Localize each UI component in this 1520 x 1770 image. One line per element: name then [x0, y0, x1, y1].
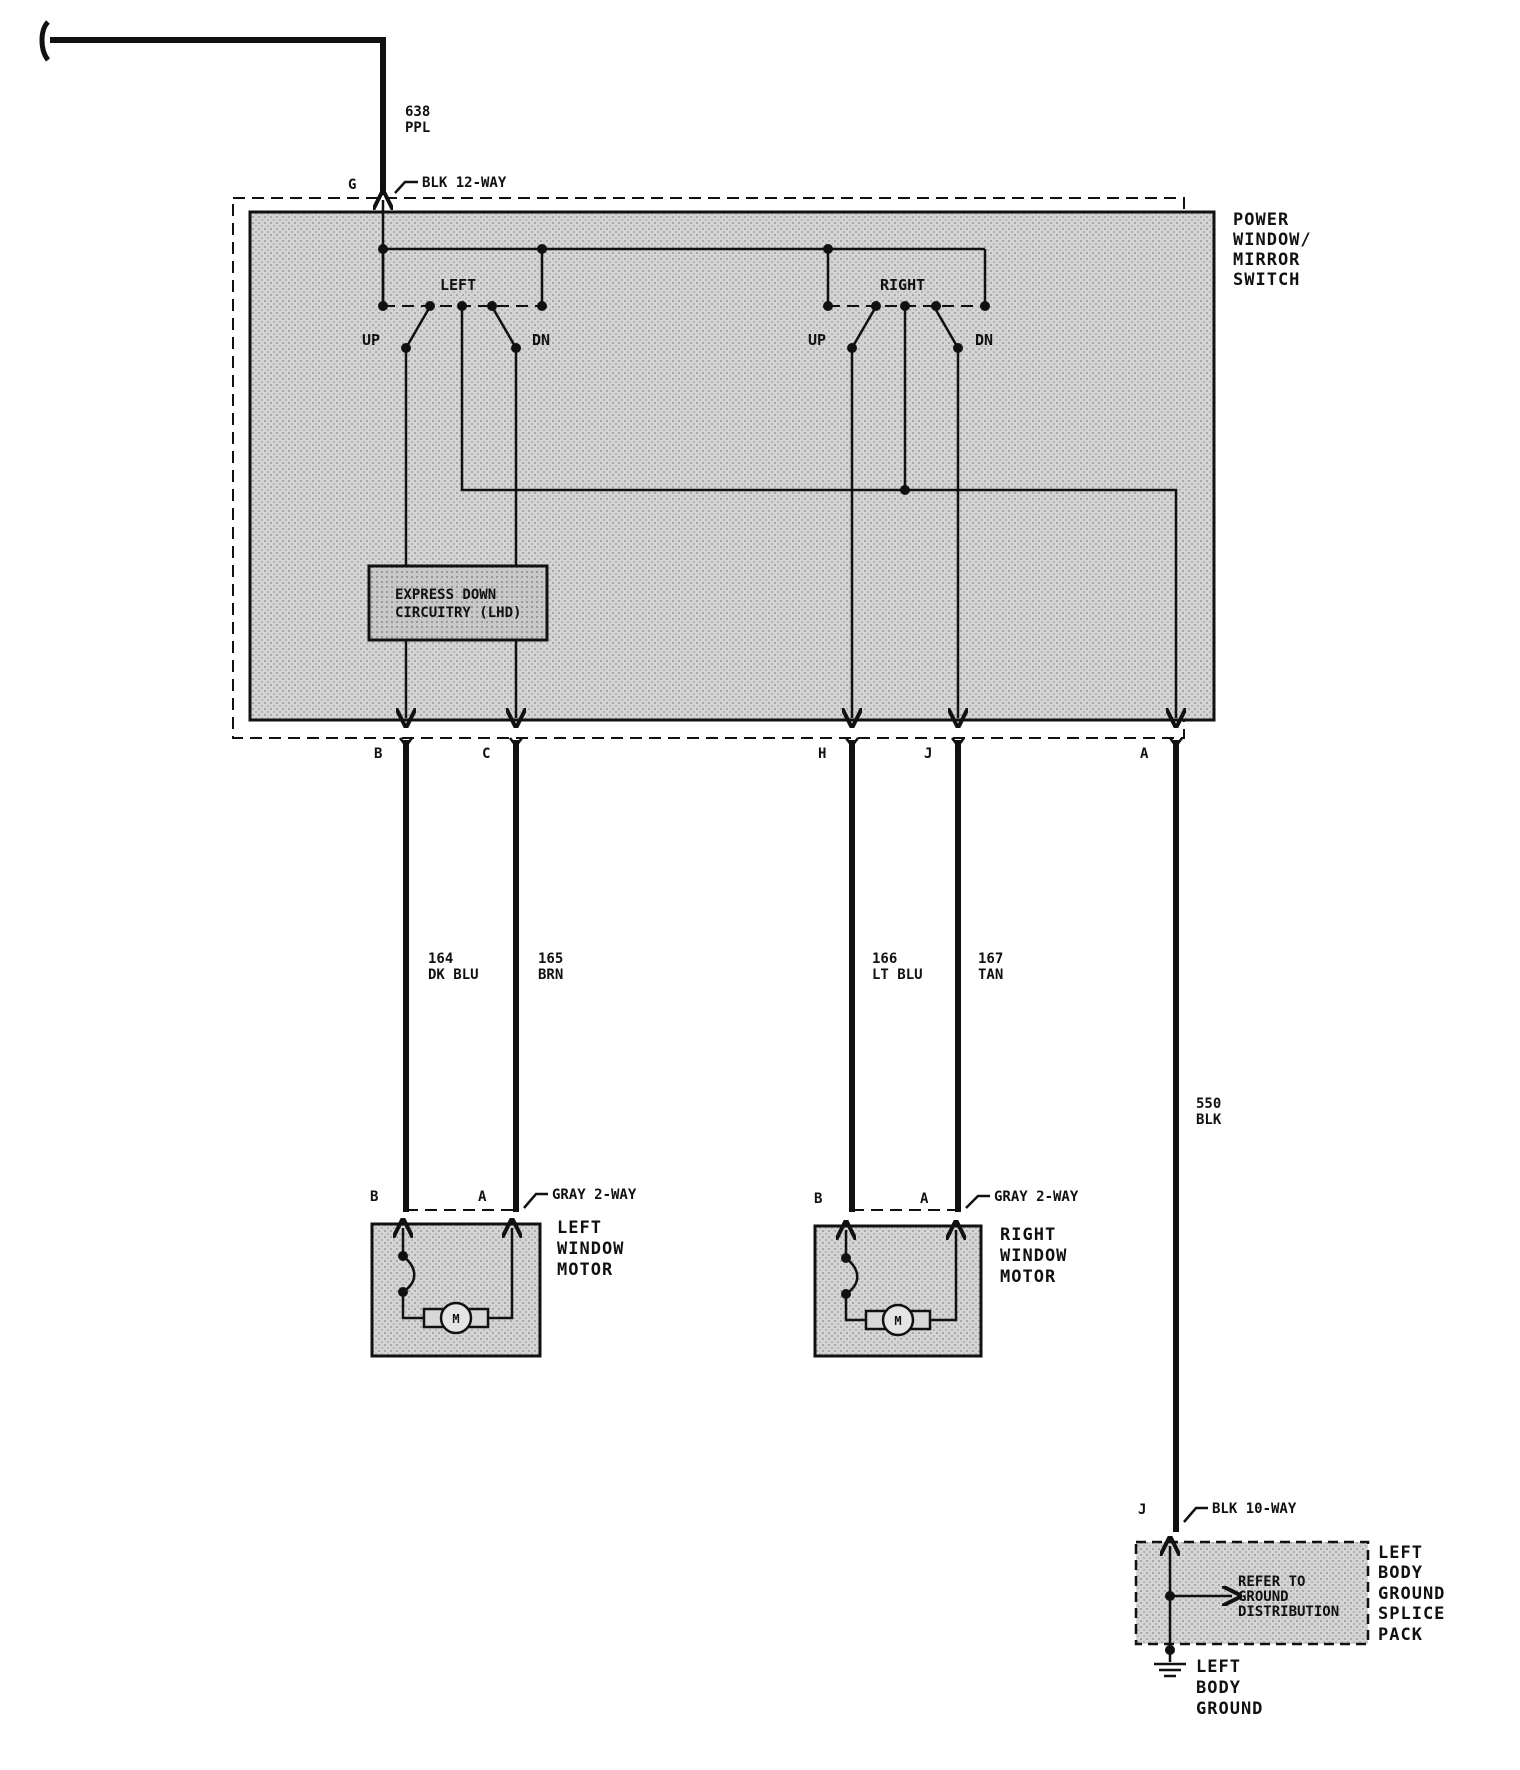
wire-164-color: DK BLU: [428, 967, 479, 983]
right-motor-m: M: [894, 1314, 901, 1328]
pack-name-line3: GROUND: [1378, 1584, 1445, 1604]
switch-pin-h: H: [818, 746, 826, 762]
right-dn-label: DN: [975, 331, 993, 349]
supply-wire-638: [39, 20, 386, 195]
wire-550-color: BLK: [1196, 1112, 1222, 1128]
ground-internal: [1165, 1546, 1232, 1655]
left-dn-label: DN: [532, 331, 550, 349]
express-down-circuitry-box: [367, 564, 549, 642]
switch-name-line3: MIRROR: [1233, 250, 1300, 270]
wire-638-circuit: 638: [405, 104, 430, 120]
right-motor-name-line1: RIGHT: [1000, 1225, 1056, 1245]
wire-165-color: BRN: [538, 967, 563, 983]
ground-name-line3: GROUND: [1196, 1699, 1263, 1719]
wire-166-circuit: 166: [872, 951, 897, 967]
left-motor-pin-b: B: [370, 1189, 378, 1205]
right-motor-connector-gray-2-way: GRAY 2-WAY: [994, 1189, 1079, 1205]
pack-name-line4: SPLICE: [1378, 1604, 1445, 1624]
right-motor-name-line2: WINDOW: [1000, 1246, 1067, 1266]
left-motor-connector-leader: [523, 1192, 548, 1209]
left-motor-connector-gray-2-way: GRAY 2-WAY: [552, 1187, 637, 1203]
switch-name-line4: SWITCH: [1233, 270, 1300, 290]
right-motor-connector-leader: [965, 1194, 990, 1209]
right-switch-label: RIGHT: [880, 276, 925, 294]
ground-connector-leader: [1183, 1506, 1208, 1523]
switch-name-line2: WINDOW/: [1233, 230, 1312, 250]
power-window-mirror-switch: [248, 210, 1216, 722]
switch-feed-bus: [378, 200, 987, 308]
ground-symbol-icon: [1154, 1650, 1186, 1678]
connector-leader-blk12: [394, 180, 418, 194]
switch-name-label: POWER WINDOW/ MIRROR SWITCH: [1233, 210, 1312, 290]
ground-connector-blk-10-way: BLK 10-WAY: [1212, 1501, 1297, 1517]
pin-g: G: [348, 177, 356, 193]
refer-line2: GROUND: [1238, 1589, 1289, 1605]
left-motor-m: M: [452, 1312, 459, 1326]
wire-167-circuit: 167: [978, 951, 1003, 967]
wire-164-circuit: 164: [428, 951, 453, 967]
left-up-label: UP: [362, 331, 380, 349]
wire-167-color: TAN: [978, 967, 1003, 983]
right-motor-name-line3: MOTOR: [1000, 1267, 1056, 1287]
left-switch-label: LEFT: [440, 276, 476, 294]
pack-name-line2: BODY: [1378, 1563, 1423, 1583]
refer-line3: DISTRIBUTION: [1238, 1604, 1339, 1620]
right-motor-pin-b: B: [814, 1191, 822, 1207]
refer-line1: REFER TO: [1238, 1574, 1305, 1590]
switch-internal-wiring: [406, 306, 1176, 718]
wire-166-color: LT BLU: [872, 967, 923, 983]
left-body-ground-splice-pack: [1134, 1540, 1370, 1646]
switch-name-line1: POWER: [1233, 210, 1289, 230]
left-motor-internal: M: [398, 1228, 512, 1335]
left-window-motor: [370, 1222, 542, 1358]
right-motor-symbol-icon: [881, 1303, 915, 1337]
switch-pin-j: J: [924, 746, 932, 762]
pack-name-line1: LEFT: [1378, 1543, 1423, 1563]
switch-pin-b: B: [374, 746, 382, 762]
ground-pin-j: J: [1138, 1502, 1146, 1518]
switch-pin-c: C: [482, 746, 490, 762]
right-motor-pin-a: A: [920, 1191, 929, 1207]
wire-638-color: PPL: [405, 120, 430, 136]
ground-name-line1: LEFT: [1196, 1657, 1241, 1677]
left-motor-name-line3: MOTOR: [557, 1260, 613, 1280]
wire-165-circuit: 165: [538, 951, 563, 967]
express-down-line1: EXPRESS DOWN: [395, 587, 496, 603]
connector-blk-12-way: BLK 12-WAY: [422, 175, 507, 191]
left-motor-name-line2: WINDOW: [557, 1239, 624, 1259]
ground-name-line2: BODY: [1196, 1678, 1241, 1698]
wire-550-circuit: 550: [1196, 1096, 1221, 1112]
switch-pin-a: A: [1140, 746, 1149, 762]
left-motor-pin-a: A: [478, 1189, 487, 1205]
right-motor-internal: M: [841, 1230, 956, 1337]
harness-wires: [399, 737, 1183, 1532]
right-up-label: UP: [808, 331, 826, 349]
left-motor-symbol-icon: [439, 1301, 473, 1335]
pack-name-line5: PACK: [1378, 1625, 1423, 1645]
express-down-line2: CIRCUITRY (LHD): [395, 605, 521, 621]
left-motor-name-line1: LEFT: [557, 1218, 602, 1238]
